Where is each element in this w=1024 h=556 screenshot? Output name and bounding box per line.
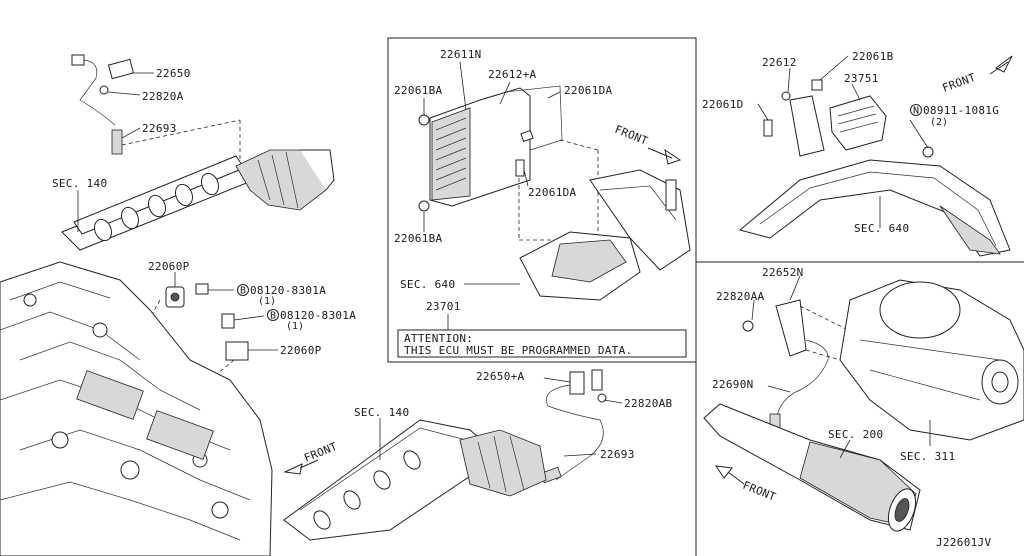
label-22060p-bot: 22060P (280, 344, 322, 357)
label-22612: 22612 (762, 56, 797, 69)
connector-top (71, 54, 85, 66)
bolt-22820a (99, 85, 109, 95)
knock-sensor-lower (225, 341, 249, 361)
engine-block (0, 261, 273, 556)
bracket-22650a (569, 371, 585, 395)
label-22650: 22650 (156, 67, 191, 80)
bolt-upper (195, 283, 209, 295)
label-bolt-1-qty: (1) (258, 296, 276, 307)
bracket-22652n (775, 299, 807, 357)
o2-sensor-body (111, 129, 123, 155)
bolt-lower (221, 313, 235, 329)
label-22061da-top: 22061DA (564, 84, 613, 97)
bolt-symbol-1-letter: B (240, 286, 246, 297)
label-22693-bottom: 22693 (600, 448, 635, 461)
bolt-22820aa (742, 320, 754, 332)
label-22061b: 22061B (852, 50, 894, 63)
catalyst-bottom (459, 429, 547, 497)
label-22652n: 22652N (762, 266, 804, 279)
label-23701: 23701 (426, 300, 461, 313)
clip-22061b (811, 79, 823, 91)
nut-symbol (910, 104, 922, 116)
label-22061ba-top: 22061BA (394, 84, 443, 97)
front-arrow-bottom (283, 459, 319, 475)
nut-08911 (922, 146, 934, 158)
attention-box (397, 329, 687, 358)
front-arrow-mid (647, 147, 682, 165)
label-sec140-bottom: SEC. 140 (354, 406, 409, 419)
floor-panel-mid (519, 169, 691, 301)
bolt-22061ba-bot (418, 200, 430, 212)
bolt-22820ab (597, 393, 607, 403)
ecu-assembly (418, 85, 599, 241)
label-22061ba-bot: 22061BA (394, 232, 443, 245)
label-front-bottom: FRONT (302, 440, 339, 465)
bracket-22650 (107, 58, 135, 80)
front-arrow-top-right (989, 55, 1013, 75)
label-22061da-mid: 22061DA (528, 186, 577, 199)
label-front-top-right: FRONT (941, 71, 978, 95)
bottom-right-assembly (703, 279, 1024, 532)
diagram-code: J22601JV (936, 536, 991, 549)
label-22690n: 22690N (712, 378, 754, 391)
o2-sensor-bottom (540, 369, 607, 484)
leader-lines (77, 55, 931, 460)
bolt-symbol-2 (267, 309, 279, 321)
label-23751: 23751 (844, 72, 879, 85)
label-bolt-2: 08120-8301A (280, 309, 356, 322)
label-22612a: 22612+A (488, 68, 537, 81)
bolt-22061da (515, 159, 525, 177)
exhaust-manifold-top (61, 149, 335, 251)
label-front-bottom-right: FRONT (741, 479, 778, 504)
bolt-22061ba-top (418, 114, 430, 126)
label-22820aa: 22820AA (716, 290, 765, 303)
module-23751 (829, 95, 887, 151)
symbol-circles: B B N (237, 104, 922, 322)
connector-bottom (591, 369, 603, 391)
bracket-22612 (789, 95, 825, 157)
label-22820ab: 22820AB (624, 397, 673, 410)
label-bolt-2-qty: (1) (286, 321, 304, 332)
part-labels: 22650 22820A 22693 SEC. 140 22060P 08120… (52, 48, 999, 549)
label-22820a: 22820A (142, 90, 184, 103)
bolt-22061d (763, 119, 773, 137)
bolt-symbol-1 (237, 284, 249, 296)
label-nut-qty: (2) (930, 117, 948, 128)
label-bolt-1: 08120-8301A (250, 284, 326, 297)
panel-frames (387, 37, 1024, 556)
label-22060p-top: 22060P (148, 260, 190, 273)
attention-body: THIS ECU MUST BE PROGRAMMED DATA. (404, 344, 632, 357)
label-22611n: 22611N (440, 48, 482, 61)
label-22693-top: 22693 (142, 122, 177, 135)
label-22061d: 22061D (702, 98, 744, 111)
bolt-symbol-2-letter: B (270, 311, 276, 322)
label-sec311: SEC. 311 (900, 450, 955, 463)
label-22650a: 22650+A (476, 370, 525, 383)
label-sec200: SEC. 200 (828, 428, 883, 441)
label-sec640-top-right: SEC. 640 (854, 222, 909, 235)
label-sec640-mid: SEC. 640 (400, 278, 455, 291)
nut-symbol-letter: N (913, 106, 919, 117)
o2-sensor-top (71, 54, 241, 162)
label-nut: 08911-1081G (923, 104, 999, 117)
label-front-mid: FRONT (613, 123, 650, 148)
attention-title: ATTENTION: (404, 332, 473, 345)
knock-sensors (149, 283, 249, 381)
top-right-assembly (738, 79, 1011, 257)
label-sec140-top: SEC. 140 (52, 177, 107, 190)
front-arrow-bottom-right (714, 465, 745, 485)
front-arrows (283, 55, 1013, 485)
exhaust-manifold-bottom (283, 419, 547, 541)
